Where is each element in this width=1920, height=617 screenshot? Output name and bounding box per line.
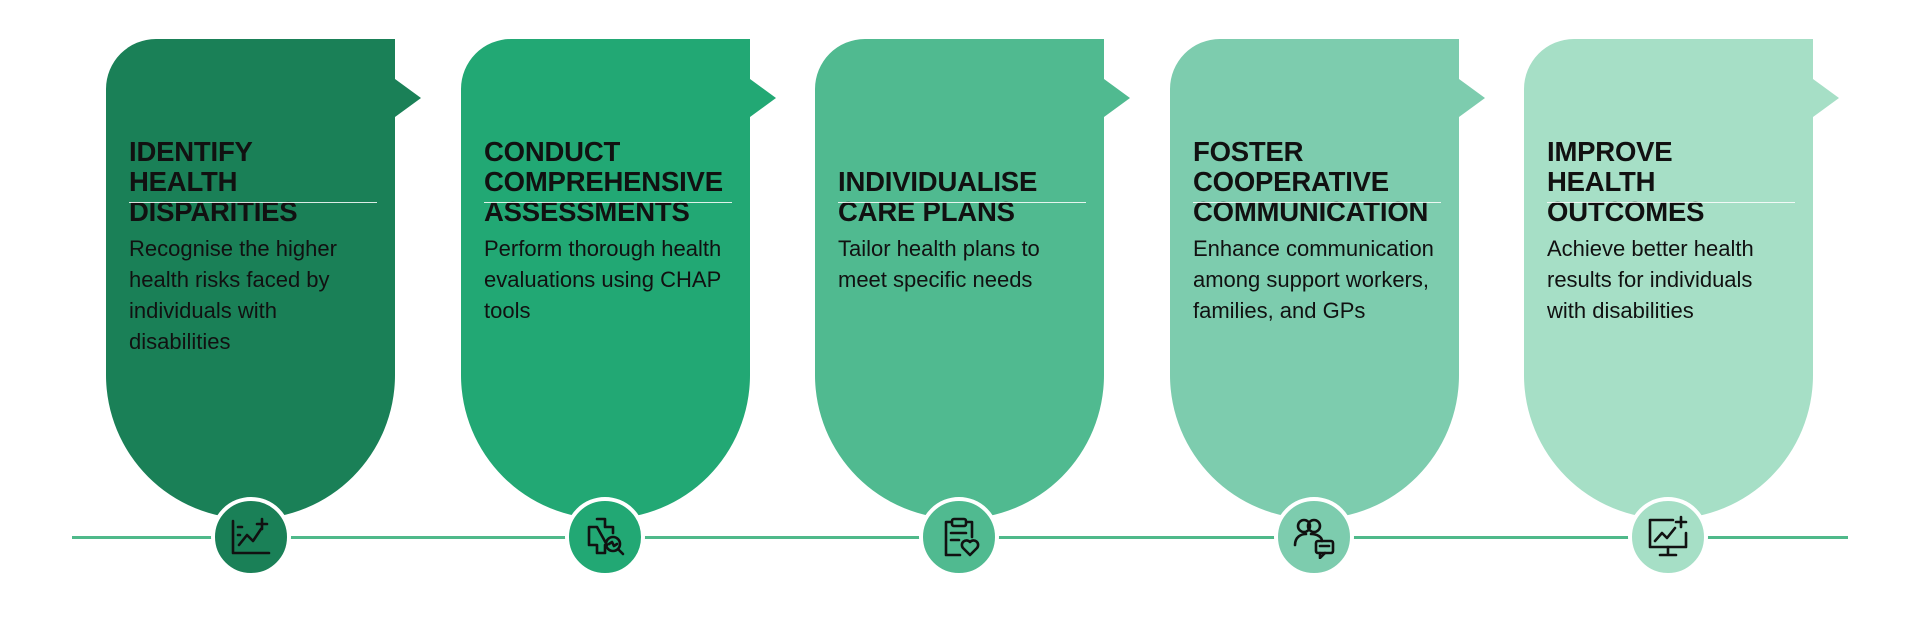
step-description: Recognise the higher health risks faced … <box>129 236 337 354</box>
step-description: Enhance communication among support work… <box>1193 236 1434 323</box>
title-divider <box>838 202 1086 203</box>
step-shape <box>1524 39 1839 519</box>
step-shape <box>106 39 421 519</box>
title-divider <box>1547 202 1795 203</box>
chart-plus-icon <box>211 497 291 577</box>
title-divider <box>129 202 377 203</box>
step-shape <box>815 39 1130 519</box>
clipboard-heart-icon <box>919 497 999 577</box>
title-divider <box>1193 202 1441 203</box>
people-chat-icon <box>1274 497 1354 577</box>
medical-cross-search-icon <box>565 497 645 577</box>
monitor-chart-plus-icon <box>1628 497 1708 577</box>
step-description: Perform thorough health evaluations usin… <box>484 236 722 323</box>
step-shape <box>1170 39 1485 519</box>
step-shape <box>461 39 776 519</box>
title-divider <box>484 202 732 203</box>
step-description: Achieve better health results for indivi… <box>1547 236 1754 323</box>
step-description: Tailor health plans to meet specific nee… <box>838 236 1040 292</box>
